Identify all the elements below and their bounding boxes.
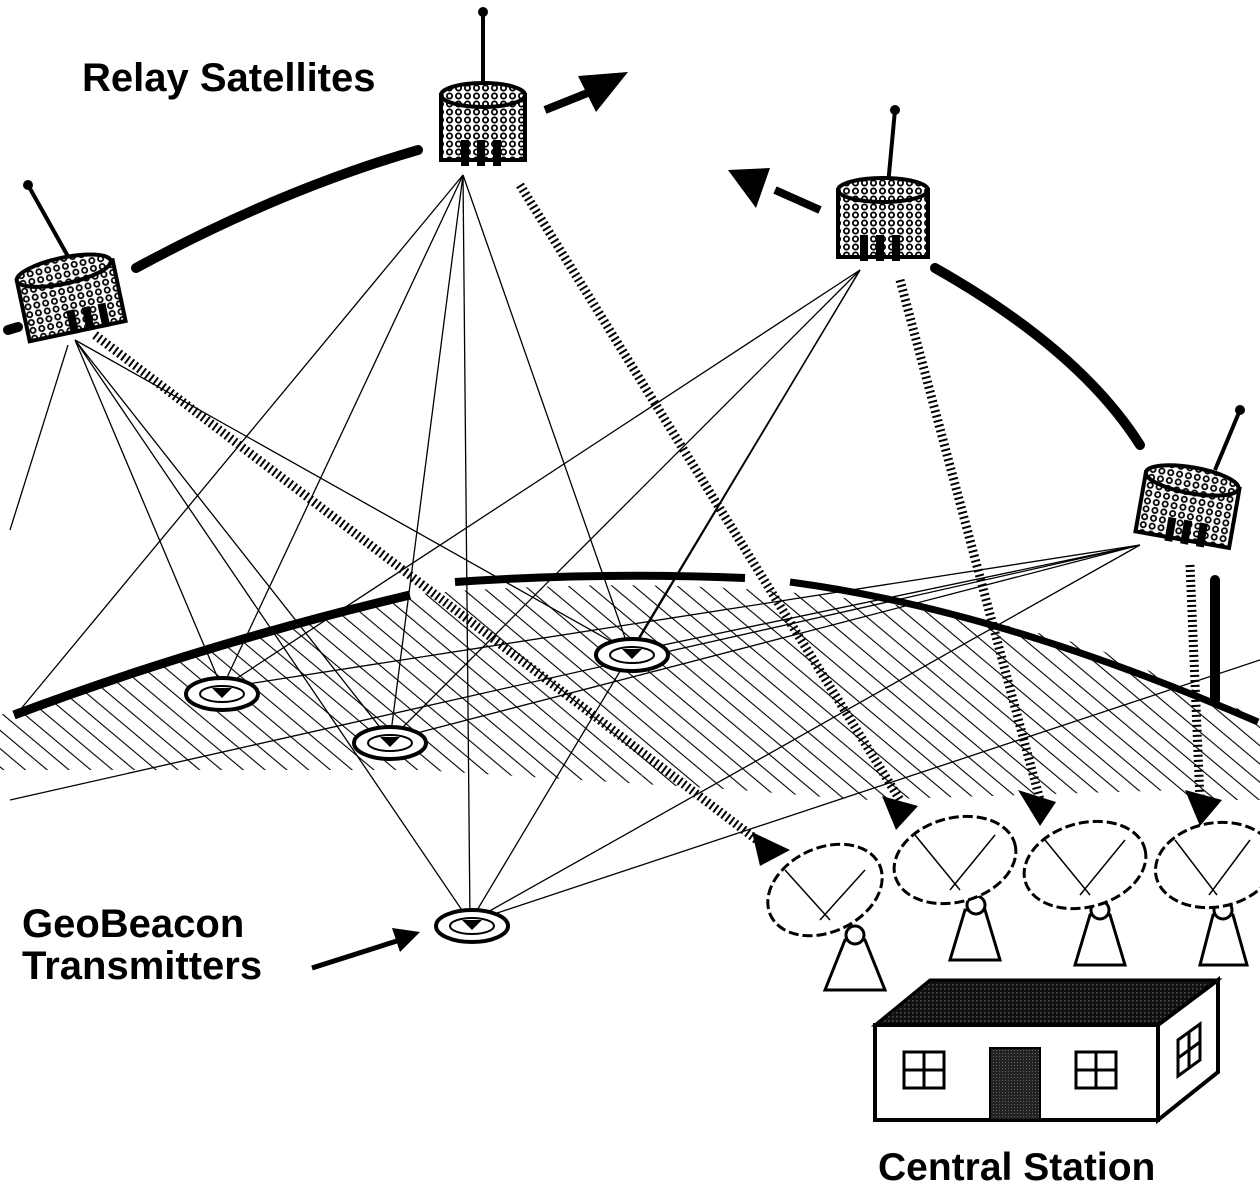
beacon-uplink-lines: [9, 174, 1260, 923]
orbit-path: [3, 145, 1220, 705]
orbit-direction-arrow-icon: [543, 72, 628, 114]
geobeacon-label-line2: Transmitters: [22, 944, 263, 988]
ground-antenna-dish-icon: [766, 842, 888, 992]
central-station-building-icon: [870, 976, 1223, 1125]
geobeacon-label-line1: GeoBeacon: [22, 902, 245, 946]
geobeacon-transmitter-icon: [594, 637, 670, 673]
ground-antenna-dish-icon: [1153, 820, 1260, 967]
geobeacon-transmitters-label: GeoBeacon Transmitters: [22, 904, 262, 986]
window: [902, 1050, 946, 1090]
relay-satellite-icon: [439, 7, 527, 166]
satellite-downlink-beams: [92, 182, 1205, 854]
relay-satellite-icon: [1133, 405, 1245, 551]
geobeacon-transmitter-icon: [352, 725, 428, 761]
central-station-label: Central Station: [878, 1146, 1156, 1189]
ground-antenna-dish-icon: [892, 814, 1018, 962]
window: [1074, 1050, 1118, 1090]
relay-satellites-label: Relay Satellites: [82, 56, 376, 100]
geobeacon-transmitter-icon: [434, 908, 510, 944]
orbit-direction-arrow-icon: [728, 168, 822, 214]
geobeacon-pointer-arrow-icon: [311, 928, 420, 971]
geobeacon-transmitter-icon: [184, 676, 260, 712]
ground-antenna-dish-icon: [1022, 819, 1148, 967]
downlink-beam-tips: [752, 790, 1222, 866]
window: [1176, 1021, 1202, 1079]
relay-satellite-icon: [14, 180, 128, 344]
relay-satellite-icon: [836, 105, 930, 261]
